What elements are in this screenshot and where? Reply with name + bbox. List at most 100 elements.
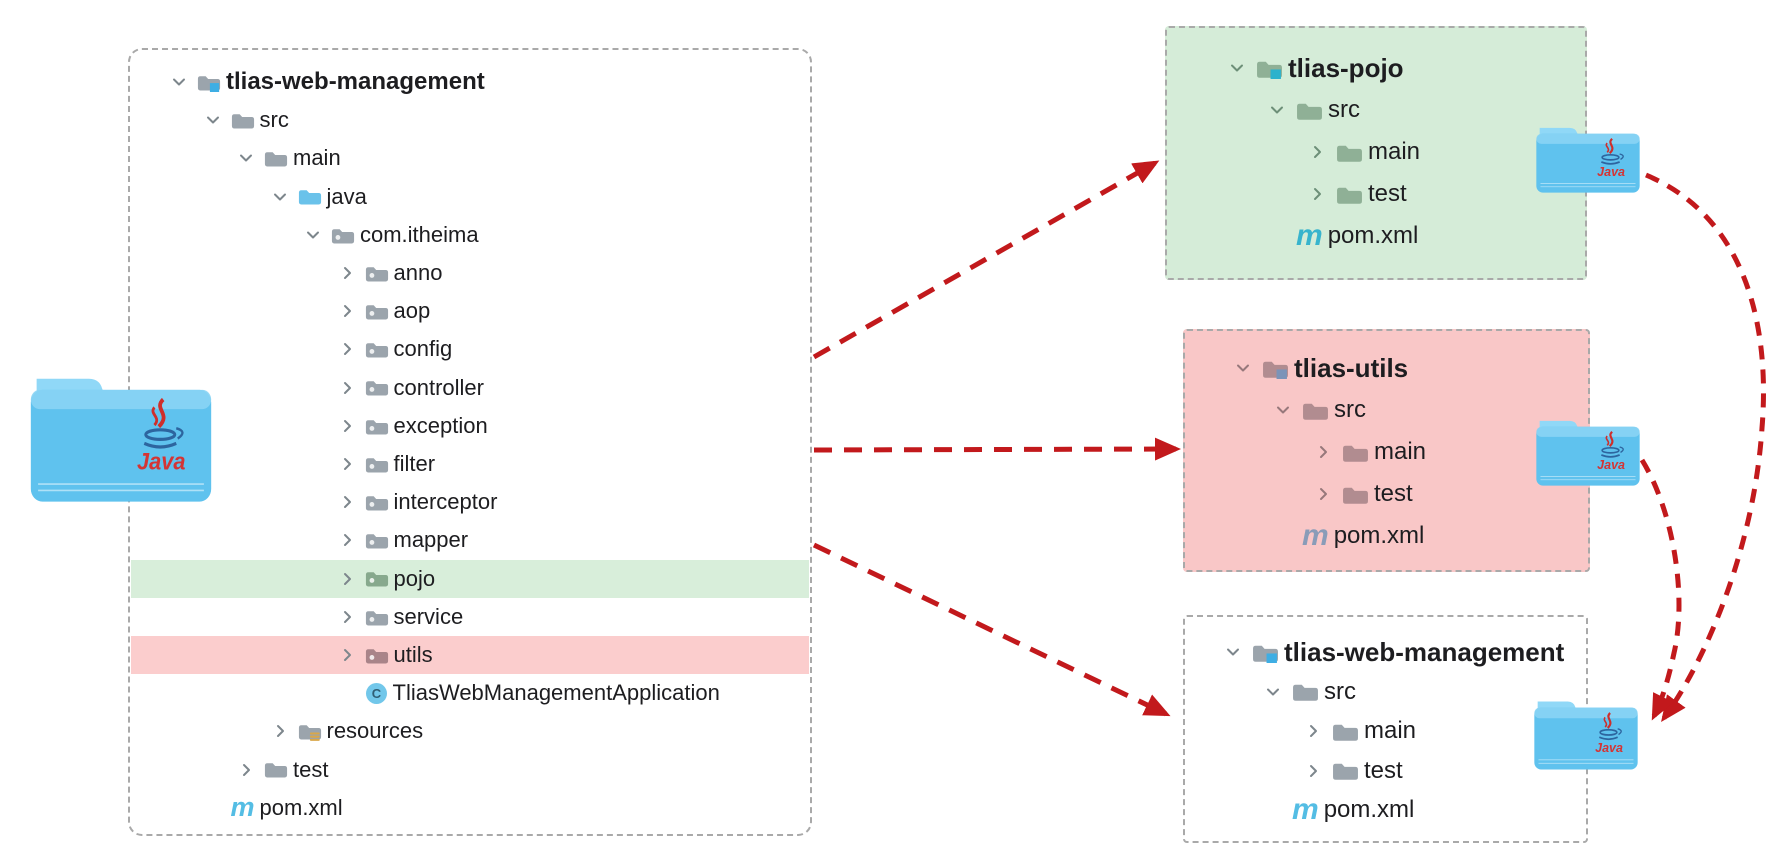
java-folder-tlias-utils: Java <box>1536 420 1640 486</box>
folder-icon <box>1263 361 1288 380</box>
chevron-toggle[interactable] <box>200 112 226 128</box>
tree-row-tlias-web-management[interactable]: tlias-web-management <box>1186 633 1585 671</box>
chevron-toggle[interactable] <box>1299 763 1327 779</box>
package-icon <box>365 339 389 359</box>
tree-row-test[interactable]: test <box>1186 474 1587 514</box>
tree-row-main[interactable]: main <box>1186 432 1587 472</box>
tree-row-src[interactable]: src <box>1186 390 1587 430</box>
tree-row-utils[interactable]: utils <box>131 636 809 674</box>
chevron-toggle[interactable] <box>334 532 360 548</box>
chevron-toggle[interactable] <box>334 303 360 319</box>
package-icon <box>365 645 389 665</box>
tree-row-com.itheima[interactable]: com.itheima <box>131 216 809 254</box>
folder-icon <box>1336 141 1363 164</box>
tree-row-resources[interactable]: resources <box>131 712 809 750</box>
tree-row-test[interactable]: test <box>1186 752 1585 790</box>
chevron-toggle[interactable] <box>1303 186 1331 202</box>
package-icon <box>365 530 389 550</box>
chevron-toggle[interactable] <box>334 380 360 396</box>
tree-row-pojo[interactable]: pojo <box>131 559 809 598</box>
chevron-toggle[interactable] <box>334 418 360 434</box>
chevron-toggle[interactable] <box>233 762 259 778</box>
chevron-toggle[interactable] <box>300 227 326 243</box>
chevron-toggle[interactable] <box>1309 444 1337 460</box>
chevron-toggle[interactable] <box>1259 684 1287 700</box>
chevron-toggle[interactable] <box>334 609 360 625</box>
chevron-toggle[interactable] <box>334 265 360 281</box>
chevron-toggle[interactable] <box>267 723 293 739</box>
tree-row-aop[interactable]: aop <box>131 292 809 330</box>
tree-row-src[interactable]: src <box>131 101 809 139</box>
tree-item-label: java <box>326 183 367 209</box>
chevron-toggle[interactable] <box>334 647 360 663</box>
chevron-toggle[interactable] <box>267 189 293 205</box>
tree-row-service[interactable]: service <box>131 598 809 636</box>
java-folder-main-project: Java <box>30 378 212 502</box>
chevron-toggle[interactable] <box>1223 60 1251 76</box>
tree-row-controller[interactable]: controller <box>131 369 809 407</box>
folder-src-icon <box>298 186 322 206</box>
tree-row-anno[interactable]: anno <box>131 254 809 292</box>
chevron-right-icon <box>1314 146 1321 158</box>
tree-item-label: main <box>1368 138 1421 165</box>
tree-item-label: aop <box>393 298 431 324</box>
tree-row-main[interactable]: main <box>1168 132 1584 172</box>
chevron-toggle[interactable] <box>1299 723 1327 739</box>
tree-row-main[interactable]: main <box>1186 712 1585 750</box>
maven-icon: m <box>1302 521 1329 551</box>
folder-icon <box>365 496 388 511</box>
tree-row-src[interactable]: src <box>1186 673 1585 711</box>
folder-icon <box>1336 183 1363 206</box>
chevron-toggle[interactable] <box>334 341 360 357</box>
chevron-toggle[interactable] <box>1303 144 1331 160</box>
chevron-toggle[interactable] <box>1309 486 1337 502</box>
package-icon <box>365 568 389 588</box>
folder-icon <box>1343 445 1368 462</box>
chevron-toggle[interactable] <box>1229 360 1257 376</box>
tree-row-config[interactable]: config <box>131 330 809 368</box>
tree-row-src[interactable]: src <box>1168 90 1584 130</box>
tree-row-java[interactable]: java <box>131 178 809 216</box>
tree-row-tlias-pojo[interactable]: tlias-pojo <box>1168 48 1584 88</box>
arrow-main-to-pojo <box>812 160 1160 360</box>
folder-icon <box>264 152 288 167</box>
folder-icon <box>1343 487 1368 504</box>
tree-row-main[interactable]: main <box>131 139 809 177</box>
chevron-toggle[interactable] <box>334 494 360 510</box>
chevron-toggle[interactable] <box>1219 644 1247 660</box>
chevron-right-icon <box>343 496 351 509</box>
maven-icon: m <box>231 794 255 821</box>
tree-item-label: config <box>393 336 453 362</box>
tree-row-mapper[interactable]: mapper <box>131 521 809 559</box>
folder-icon <box>365 305 388 320</box>
chevron-right-icon <box>1310 725 1317 737</box>
chevron-right-icon <box>276 725 284 738</box>
folder-icon <box>1302 399 1329 422</box>
folder-icon <box>1293 684 1318 701</box>
tree-row-exception[interactable]: exception <box>131 407 809 445</box>
tree-row-tlias-web-management[interactable]: tlias-web-management <box>131 63 809 101</box>
tree-row-filter[interactable]: filter <box>131 445 809 483</box>
module-icon <box>1262 357 1289 380</box>
chevron-toggle[interactable] <box>334 456 360 472</box>
chevron-toggle[interactable] <box>166 74 192 90</box>
tree-row-test[interactable]: test <box>1168 174 1584 214</box>
chevron-toggle[interactable] <box>233 150 259 166</box>
tree-row-tlias-utils[interactable]: tlias-utils <box>1186 348 1587 388</box>
maven-icon: m <box>1296 219 1323 252</box>
folder-icon <box>365 610 388 626</box>
folder-icon <box>298 725 321 742</box>
tree-row-test[interactable]: test <box>131 751 809 789</box>
chevron-toggle[interactable] <box>334 571 360 587</box>
chevron-right-icon <box>343 572 351 585</box>
tree-row-interceptor[interactable]: interceptor <box>131 483 809 521</box>
chevron-toggle[interactable] <box>1269 402 1297 418</box>
chevron-toggle[interactable] <box>1263 102 1291 118</box>
